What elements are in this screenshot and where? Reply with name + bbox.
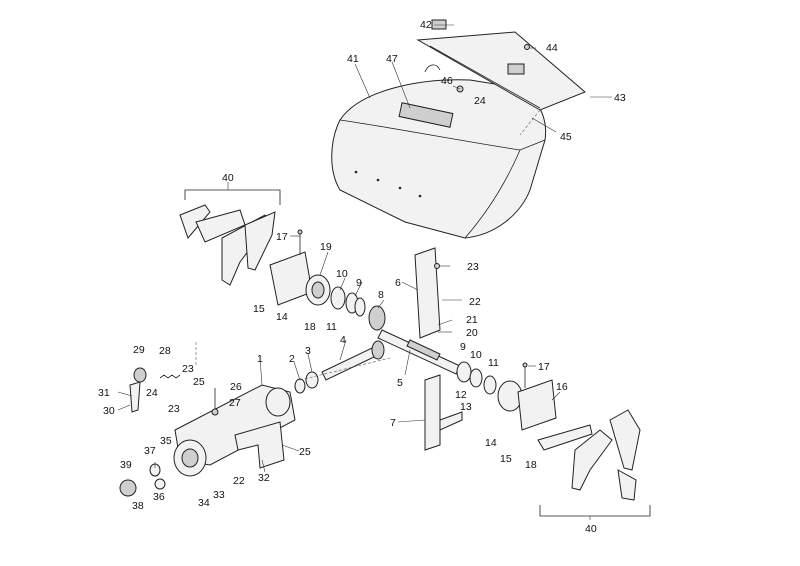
tine-cover-41 bbox=[331, 64, 547, 239]
washer-2 bbox=[294, 378, 306, 394]
callout-25-left: 25 bbox=[193, 376, 205, 388]
callout-17-right: 17 bbox=[538, 361, 550, 373]
tine-shaft-5 bbox=[377, 329, 461, 375]
callout-43: 43 bbox=[614, 92, 626, 104]
callout-23-right: 23 bbox=[467, 261, 479, 273]
callout-35: 35 bbox=[160, 435, 172, 447]
callout-7: 7 bbox=[390, 417, 396, 429]
callout-18-right: 18 bbox=[525, 459, 537, 471]
tine-assembly-lower bbox=[537, 409, 651, 517]
spring-28 bbox=[159, 374, 181, 379]
callout-36: 36 bbox=[153, 491, 165, 503]
callout-42: 42 bbox=[420, 19, 432, 31]
callout-28: 28 bbox=[159, 345, 171, 357]
callout-3: 3 bbox=[305, 345, 311, 357]
lever-30 bbox=[129, 381, 141, 413]
bearing-10-left bbox=[330, 286, 346, 310]
seal-11-left bbox=[354, 297, 366, 317]
callout-45: 45 bbox=[560, 131, 572, 143]
callout-40-lower: 40 bbox=[585, 523, 597, 535]
callout-26: 26 bbox=[230, 381, 242, 393]
seal-11-right bbox=[483, 375, 497, 395]
cap-27 bbox=[211, 408, 219, 416]
callout-23-left-lower: 23 bbox=[168, 403, 180, 415]
callouts: 1 2 3 4 5 6 7 8 9 9 10 10 11 11 12 13 14… bbox=[98, 19, 626, 535]
small-screw-44 bbox=[524, 44, 530, 50]
support-7 bbox=[424, 374, 463, 451]
callout-41: 41 bbox=[347, 53, 359, 65]
flap-43 bbox=[416, 31, 586, 111]
callout-44: 44 bbox=[546, 42, 558, 54]
callout-47: 47 bbox=[386, 53, 398, 65]
callout-2: 2 bbox=[289, 353, 295, 365]
hinge-42 bbox=[431, 19, 447, 30]
bracket-6 bbox=[414, 247, 441, 339]
callout-9-right: 9 bbox=[460, 341, 466, 353]
flange-19 bbox=[269, 251, 331, 306]
knob-29 bbox=[133, 367, 147, 383]
callout-16: 16 bbox=[556, 381, 568, 393]
callout-20: 20 bbox=[466, 327, 478, 339]
callout-21: 21 bbox=[466, 314, 478, 326]
flange-16 bbox=[497, 379, 557, 431]
shaft-4 bbox=[321, 340, 385, 381]
callout-18-left: 18 bbox=[304, 321, 316, 333]
callout-10-right: 10 bbox=[470, 349, 482, 361]
callout-39: 39 bbox=[120, 459, 132, 471]
gear-8 bbox=[368, 305, 386, 331]
callout-4: 4 bbox=[340, 334, 346, 346]
bolt-17-left bbox=[297, 229, 303, 255]
callout-29: 29 bbox=[133, 344, 145, 356]
callout-34: 34 bbox=[198, 497, 210, 509]
gearbox-housing-1 bbox=[173, 384, 296, 477]
callout-15-left: 15 bbox=[253, 303, 265, 315]
callout-22-left: 22 bbox=[233, 475, 245, 487]
callout-14-left: 14 bbox=[276, 311, 288, 323]
callout-24-cover: 24 bbox=[474, 95, 486, 107]
callout-15-right: 15 bbox=[500, 453, 512, 465]
callout-22-right: 22 bbox=[469, 296, 481, 308]
callout-38: 38 bbox=[132, 500, 144, 512]
callout-23-left-upper: 23 bbox=[182, 363, 194, 375]
callout-17-left: 17 bbox=[276, 231, 288, 243]
callout-27: 27 bbox=[229, 397, 241, 409]
callout-5: 5 bbox=[397, 377, 403, 389]
bracket-32 bbox=[234, 421, 285, 469]
seal-36 bbox=[154, 478, 166, 490]
callout-33: 33 bbox=[213, 489, 225, 501]
leader-lines bbox=[117, 24, 612, 520]
callout-13: 13 bbox=[460, 401, 472, 413]
bearing-9-right bbox=[456, 361, 472, 383]
hub-39 bbox=[119, 479, 137, 497]
callout-11-left: 11 bbox=[326, 321, 337, 333]
callout-30: 30 bbox=[103, 405, 115, 417]
bearing-3 bbox=[305, 371, 319, 389]
callout-1: 1 bbox=[257, 353, 263, 365]
callout-46: 46 bbox=[441, 75, 453, 87]
callout-19: 19 bbox=[320, 241, 332, 253]
callout-9-left: 9 bbox=[356, 277, 362, 289]
bolt-17-right bbox=[522, 362, 528, 388]
callout-14-right: 14 bbox=[485, 437, 497, 449]
callout-8: 8 bbox=[378, 289, 384, 301]
callout-25-right: 25 bbox=[299, 446, 311, 458]
callout-31: 31 bbox=[98, 387, 110, 399]
callout-40-upper: 40 bbox=[222, 172, 234, 184]
callout-11-right: 11 bbox=[488, 357, 499, 369]
callout-32: 32 bbox=[258, 472, 270, 484]
hinge-part bbox=[507, 63, 525, 75]
callout-37: 37 bbox=[144, 445, 156, 457]
tine-assembly-upper bbox=[179, 189, 281, 286]
callout-24-lever: 24 bbox=[146, 387, 158, 399]
callout-10-left: 10 bbox=[336, 268, 348, 280]
bearing-10-right bbox=[469, 368, 483, 388]
callout-6: 6 bbox=[395, 277, 401, 289]
callout-12: 12 bbox=[455, 389, 467, 401]
